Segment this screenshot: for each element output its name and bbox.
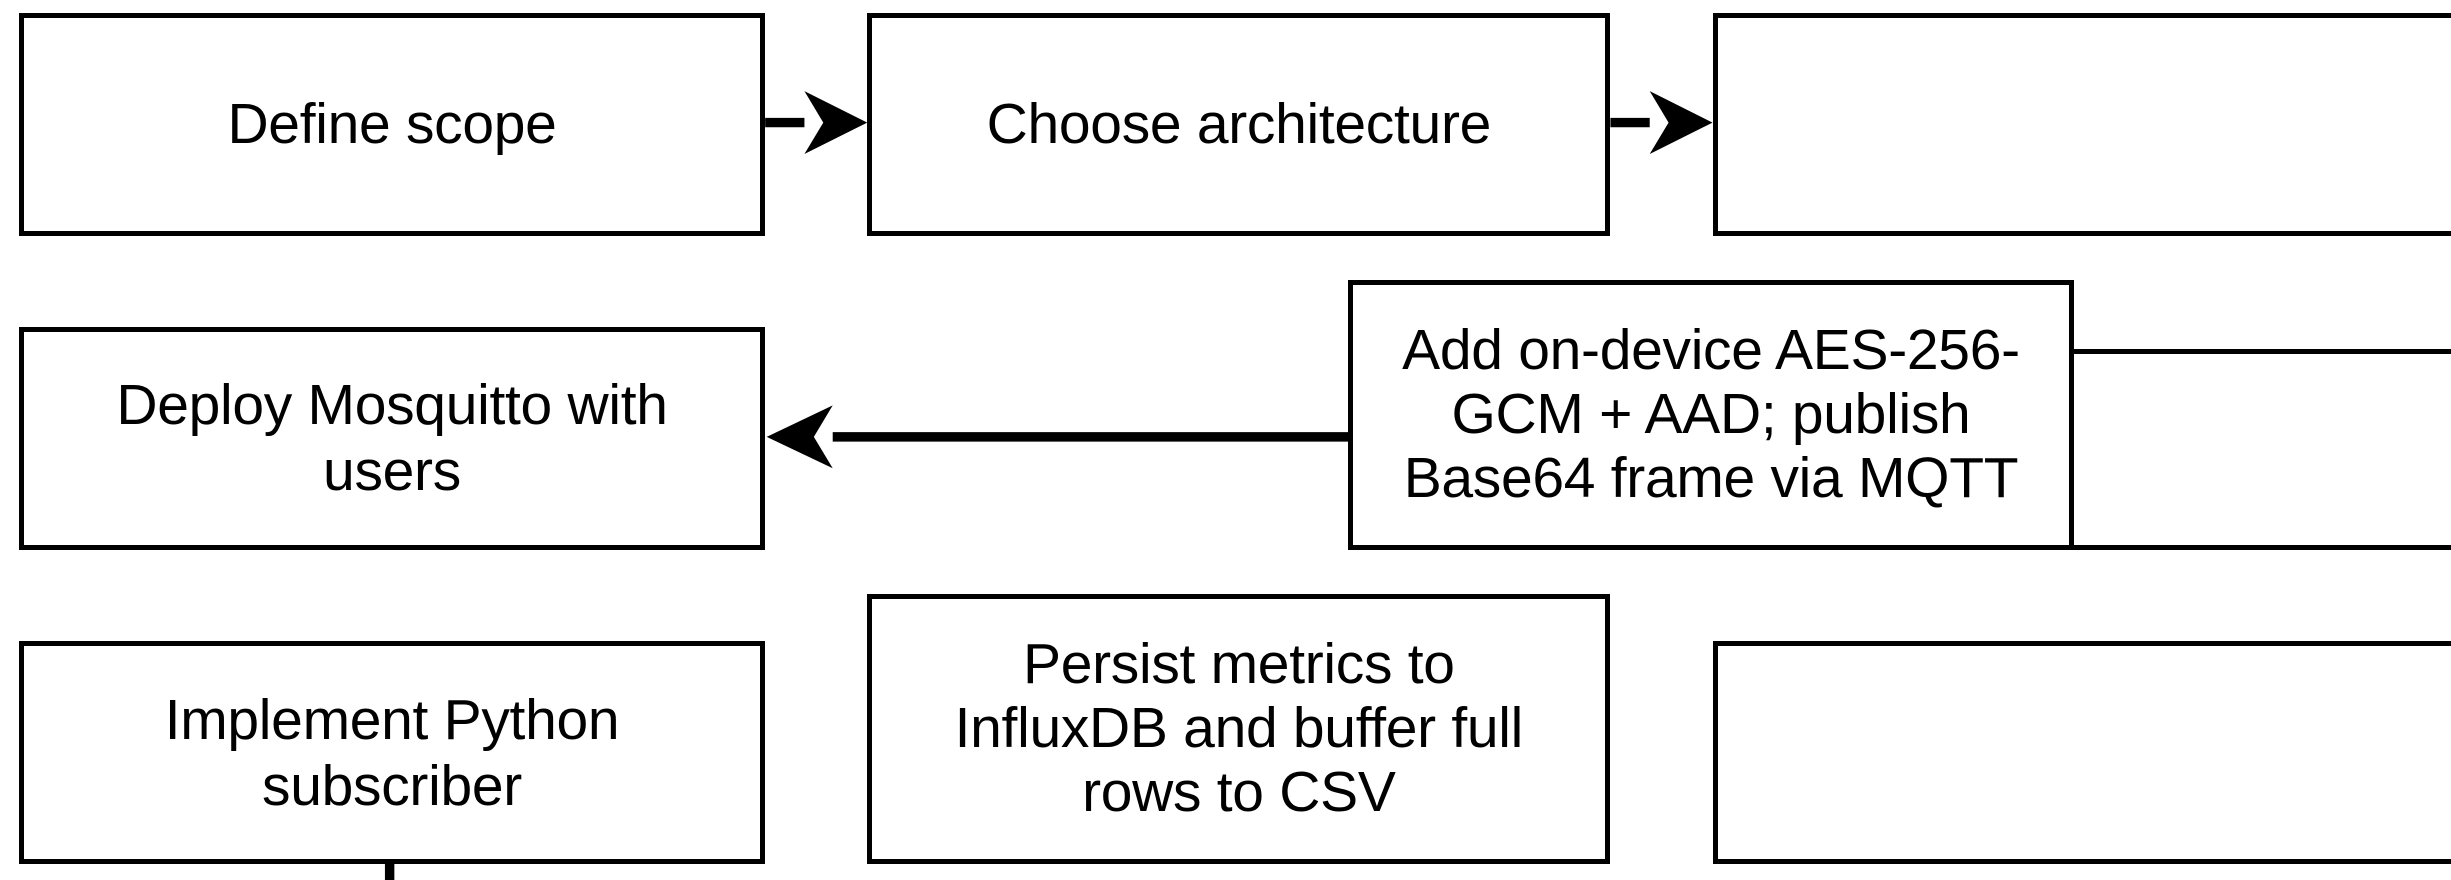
node-define-scope-label: Define scope: [227, 92, 557, 157]
node-add-aes-gcm-publish[interactable]: Add on-device AES-256- GCM + AAD; publis…: [1348, 279, 2074, 550]
edge-define-scope-to-choose-architecture: [765, 91, 868, 154]
node-implement-python-subscriber[interactable]: Implement Python subscriber: [18, 641, 766, 865]
edge-aes-publish-to-deploy-mosquitto: [766, 405, 1349, 469]
node-add-aes-gcm-publish-label: Add on-device AES-256- GCM + AAD; publis…: [1402, 318, 2020, 510]
node-choose-architecture[interactable]: Choose architecture: [867, 12, 1611, 236]
node-persist-metrics-influxdb-label: Persist metrics to InfluxDB and buffer f…: [954, 632, 1524, 825]
node-build-esp32-firmware[interactable]: Build ESP32 firmware: [1712, 12, 2451, 236]
node-deploy-mosquitto-with-users-label: Deploy Mosquitto with users: [116, 373, 668, 504]
node-e2e-test-and-operate[interactable]: E2E test & operate: [1712, 641, 2451, 865]
node-build-esp32-firmware-label: Build ESP32 firmware: [1718, 91, 2451, 157]
node-choose-architecture-label: Choose architecture: [986, 92, 1492, 157]
node-e2e-test-and-operate-label: E2E test & operate: [1718, 720, 2451, 786]
node-implement-python-subscriber-label: Implement Python subscriber: [164, 687, 620, 818]
node-persist-metrics-influxdb[interactable]: Persist metrics to InfluxDB and buffer f…: [867, 594, 1611, 865]
node-deploy-mosquitto-with-users[interactable]: Deploy Mosquitto with users: [18, 326, 766, 550]
edge-choose-architecture-to-build-firmware: [1610, 91, 1713, 154]
node-define-scope[interactable]: Define scope: [18, 12, 766, 236]
edge-deploy-mosquitto-to-implement-subscriber: [384, 861, 395, 880]
